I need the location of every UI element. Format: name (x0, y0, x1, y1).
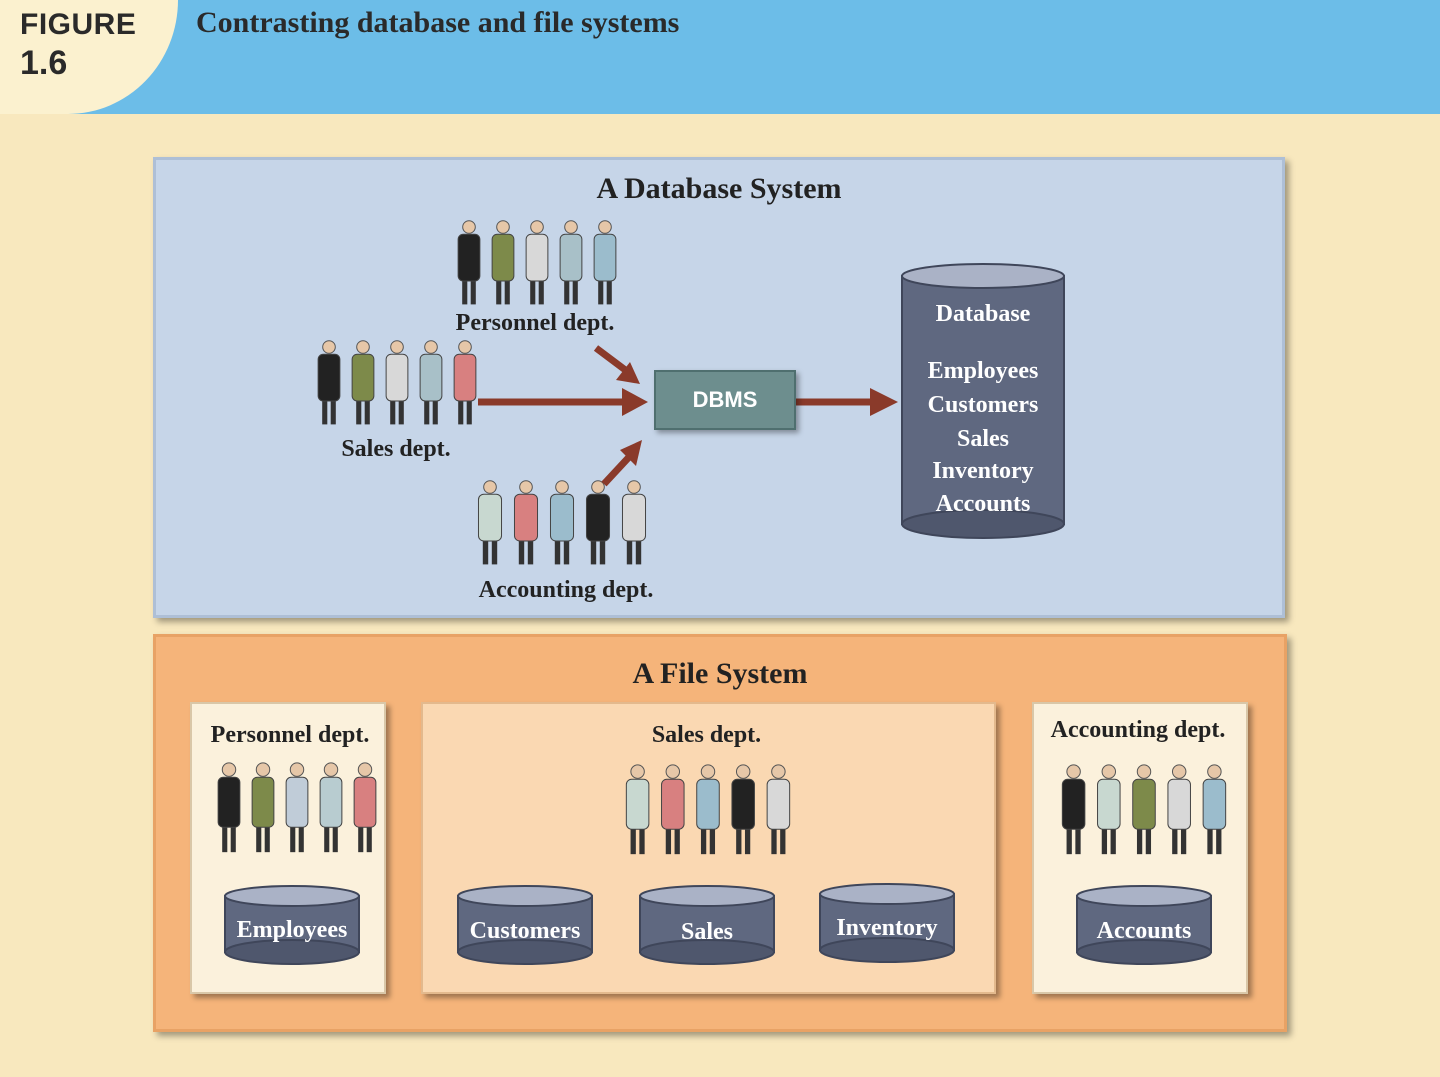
person-icon (585, 480, 611, 565)
person-icon (1132, 764, 1156, 855)
sales-dept-label: Sales dept. (341, 436, 451, 462)
database-item-inventory: Inventory (932, 458, 1034, 484)
header-band (0, 0, 1440, 114)
person-icon (319, 762, 343, 853)
person-icon (593, 220, 617, 305)
person-icon (766, 764, 791, 855)
person-icon (513, 480, 539, 565)
accounting-dept-label: Accounting dept. (478, 577, 654, 603)
person-icon (317, 340, 341, 425)
personnel-people-icon (457, 220, 617, 305)
figure-number: 1.6 (20, 44, 68, 82)
person-icon (385, 340, 409, 425)
fs-inventory-file: Inventory (836, 915, 938, 941)
fs-sales-cylinder-icon (639, 885, 775, 965)
person-icon (549, 480, 575, 565)
sales-people-icon (317, 340, 477, 425)
person-icon (661, 764, 685, 855)
person-icon (621, 480, 647, 565)
database-system-title: A Database System (596, 172, 842, 205)
fs-sales-people-icon (625, 764, 791, 855)
person-icon (1061, 764, 1086, 855)
personnel-dept-label: Personnel dept. (455, 310, 615, 336)
person-icon (625, 764, 650, 855)
person-icon (217, 762, 241, 853)
person-icon (285, 762, 309, 853)
person-icon (353, 762, 377, 853)
person-icon (696, 764, 720, 855)
person-icon (1202, 764, 1227, 855)
arrow-personnel-to-dbms (593, 345, 640, 384)
fs-employees-cylinder-icon (224, 885, 360, 965)
fs-accounts-file: Accounts (1096, 918, 1192, 944)
arrow-dbms-to-database (794, 388, 898, 416)
database-item-sales: Sales (956, 426, 1009, 452)
fs-accounting-label: Accounting dept. (1050, 717, 1226, 743)
figure-label: FIGURE (20, 8, 137, 41)
fs-inventory-cylinder-icon (819, 883, 955, 963)
fs-customers-cylinder-icon (457, 885, 593, 965)
person-icon (351, 340, 375, 425)
person-icon (453, 340, 477, 425)
database-cylinder-icon (901, 263, 1065, 539)
person-icon (251, 762, 275, 853)
person-icon (1097, 764, 1121, 855)
person-icon (559, 220, 583, 305)
fs-personnel-label: Personnel dept. (210, 722, 370, 748)
person-icon (491, 220, 515, 305)
file-system-title: A File System (632, 657, 808, 690)
arrow-accounting-to-dbms (601, 440, 642, 487)
person-icon (477, 480, 503, 565)
dbms-box: DBMS (654, 370, 796, 430)
person-icon (419, 340, 443, 425)
database-item-customers: Customers (927, 392, 1039, 418)
database-item-employees: Employees (927, 358, 1039, 384)
fs-sales-label: Sales dept. (651, 722, 762, 748)
fs-accounts-cylinder-icon (1076, 885, 1212, 965)
arrow-sales-to-dbms (478, 388, 648, 416)
person-icon (1167, 764, 1191, 855)
fs-employees-file: Employees (236, 917, 348, 943)
database-title: Database (935, 301, 1031, 327)
database-item-accounts: Accounts (935, 491, 1031, 517)
accounting-people-icon (477, 480, 647, 565)
person-icon (731, 764, 755, 855)
figure-title: Contrasting database and file systems (196, 6, 680, 39)
person-icon (525, 220, 549, 305)
fs-accounting-people-icon (1061, 764, 1227, 855)
fs-personnel-people-icon (217, 762, 377, 853)
person-icon (457, 220, 481, 305)
fs-customers-file: Customers (469, 918, 581, 944)
fs-sales-file: Sales (680, 919, 733, 945)
